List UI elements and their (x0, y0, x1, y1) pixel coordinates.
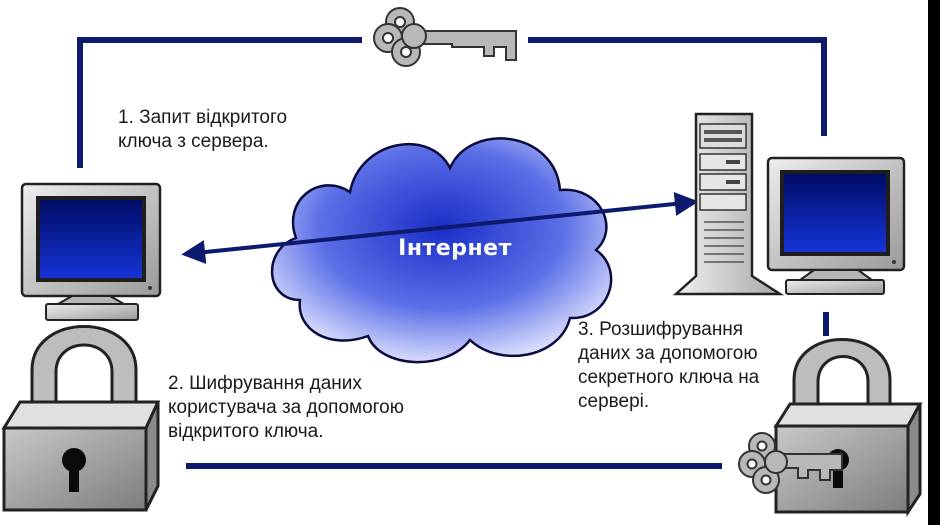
step2-note: 2. Шифрування даних користувача за допом… (168, 372, 404, 444)
server-tower-icon (672, 112, 785, 296)
public-key-icon (373, 7, 517, 67)
step1-line: ключа з сервера. (118, 131, 269, 152)
server-monitor-icon (766, 156, 906, 295)
step3-line: сервері. (578, 391, 650, 412)
server-padlock-icon (773, 338, 923, 517)
step1-note: 1. Запит відкритого ключа з сервера. (118, 106, 287, 154)
step2-line: відкритого ключа. (168, 421, 324, 442)
client-padlock-icon (1, 325, 161, 512)
step3-line: 3. Розшифрування (578, 319, 744, 340)
data-exchange-arrow (181, 192, 699, 264)
step3-line: секретного ключа на (578, 367, 760, 388)
top-connection-line (77, 37, 827, 168)
cloud-label: Інтернет (398, 236, 512, 261)
step2-line: користувача за допомогою (168, 397, 404, 418)
step1-line: 1. Запит відкритого (118, 107, 288, 128)
right-border (928, 0, 940, 525)
private-key-icon (738, 432, 843, 494)
step2-line: 2. Шифрування даних (168, 373, 362, 394)
client-monitor-icon (20, 182, 162, 321)
step3-note: 3. Розшифрування даних за допомогою секр… (578, 318, 759, 414)
step3-line: даних за допомогою (578, 343, 758, 364)
